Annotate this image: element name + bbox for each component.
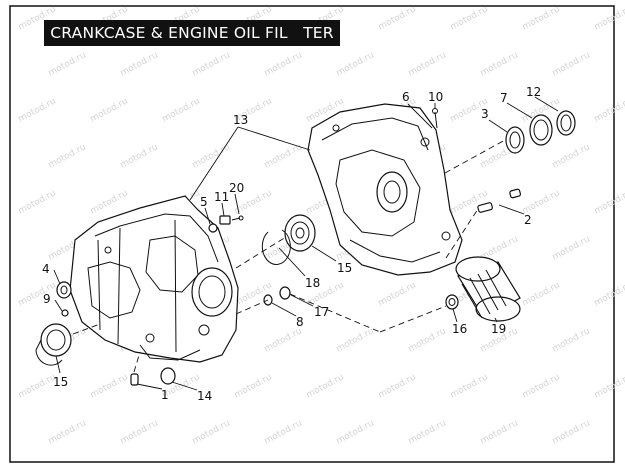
part-ring-12 xyxy=(556,110,576,136)
part-plug-9 xyxy=(61,309,69,317)
callout-19: 19 xyxy=(491,322,506,336)
callout-2: 2 xyxy=(524,213,532,227)
part-oil-filter-nipple-16 xyxy=(445,294,459,310)
right-crankcase-half xyxy=(307,103,463,276)
callout-14: 14 xyxy=(197,389,212,403)
callout-20: 20 xyxy=(229,181,244,195)
callout-17: 17 xyxy=(314,305,329,319)
left-crankcase-half xyxy=(69,195,239,363)
part-bearing-7 xyxy=(529,114,553,146)
part-fitting-4 xyxy=(56,281,72,299)
callout-labels: 13 6 10 3 7 12 2 5 11 20 15 18 17 8 4 9 … xyxy=(42,85,541,403)
callout-4: 4 xyxy=(42,262,50,276)
part-oil-filter-19 xyxy=(455,256,521,322)
leader-lines xyxy=(53,96,559,391)
callout-16: 16 xyxy=(452,322,467,336)
callout-11: 11 xyxy=(214,190,229,204)
part-dowel-1 xyxy=(130,373,139,386)
callout-8: 8 xyxy=(296,315,304,329)
callout-10: 10 xyxy=(428,90,443,104)
callout-18: 18 xyxy=(305,276,320,290)
callout-7: 7 xyxy=(500,91,508,105)
diagram-title: CRANKCASE & ENGINE OIL FIL TER xyxy=(50,24,334,42)
callout-9: 9 xyxy=(43,292,51,306)
callout-13: 13 xyxy=(233,113,248,127)
callout-5: 5 xyxy=(200,195,208,209)
callout-15-left: 15 xyxy=(53,375,68,389)
assembly-lines xyxy=(72,139,506,373)
part-fasteners-5-11-20 xyxy=(208,215,244,233)
part-bearing-15-right xyxy=(284,214,316,252)
callout-3: 3 xyxy=(481,107,489,121)
part-seal-3 xyxy=(505,126,525,154)
part-plug-14 xyxy=(160,367,176,385)
part-dowel-2 xyxy=(477,188,522,213)
part-plugs-8-17 xyxy=(263,286,291,306)
callout-1: 1 xyxy=(161,388,169,402)
part-snap-ring-18 xyxy=(261,229,291,265)
callout-6: 6 xyxy=(402,90,410,104)
callout-15-right: 15 xyxy=(337,261,352,275)
callout-12: 12 xyxy=(526,85,541,99)
title-banner: CRANKCASE & ENGINE OIL FIL TER xyxy=(44,20,340,46)
